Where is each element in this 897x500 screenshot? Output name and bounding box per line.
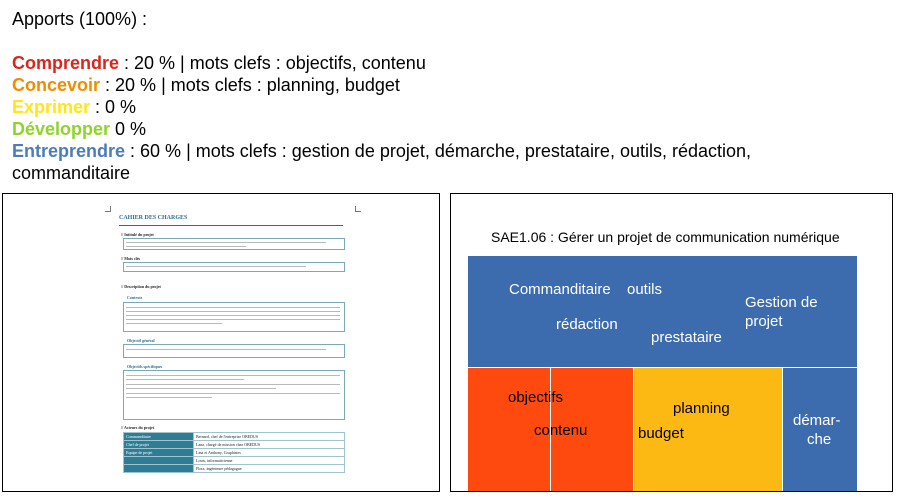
text-lines [126, 242, 326, 250]
section-heading: // Acteurs du projet [121, 425, 155, 430]
apports-heading: Apports (100%) : [12, 9, 148, 29]
keyword-prestataire: prestataire [651, 329, 722, 346]
crop-mark [105, 206, 111, 212]
section-heading: // Intitulé du projet [121, 232, 154, 237]
keyword-redaction: rédaction [556, 316, 618, 333]
section-heading: // Description du projet [121, 284, 161, 289]
table-cell: Lina et Anthony, Graphistes [193, 448, 345, 457]
demarche-block: démar- che [783, 368, 857, 491]
line-comprendre: Comprendre : 20 % | mots clefs : objecti… [12, 52, 751, 74]
text-box [123, 302, 345, 332]
apports-text-block: Apports (100%) : Comprendre : 20 % | mot… [12, 8, 751, 184]
value-comprendre: : 20 % | mots clefs : objectifs, contenu [119, 53, 426, 73]
label-comprendre: Comprendre [12, 53, 120, 73]
value-exprimer: : 0 % [90, 97, 137, 117]
label-concevoir: Concevoir [12, 75, 101, 95]
keyword-demarche-part1: démar- [793, 412, 841, 429]
keyword-commanditaire: Commanditaire [509, 281, 611, 298]
line-exprimer: Exprimer : 0 % [12, 96, 751, 118]
table-cell: Flora, ingénieure pédagogue [193, 464, 345, 473]
text-box [123, 370, 345, 420]
document-title: CAHIER DES CHARGES [119, 215, 188, 221]
label-entreprendre: Entreprendre [12, 141, 126, 161]
spacer [12, 30, 751, 52]
text-lines [126, 349, 326, 353]
text-lines [126, 375, 340, 401]
cahier-des-charges-page: CAHIER DES CHARGES // Intitulé du projet… [105, 206, 361, 491]
entreprendre-block: Commanditaire outils Gestion de projet r… [468, 256, 857, 367]
subheading: Objectifs spécifiques [127, 364, 163, 369]
table-cell [123, 464, 194, 473]
table-cell: Chef de projet [123, 440, 194, 449]
keyword-outils: outils [627, 281, 663, 298]
keyword-budget: budget [638, 425, 684, 442]
text-box [123, 238, 345, 250]
table-cell: Louis, informaticienne [193, 456, 345, 465]
crop-mark [355, 206, 361, 212]
value-entreprendre: : 60 % | mots clefs : gestion de projet,… [125, 141, 752, 161]
document-preview: CAHIER DES CHARGES // Intitulé du projet… [2, 193, 440, 492]
keyword-demarche-part2: che [807, 431, 832, 448]
text-lines [126, 266, 306, 270]
treemap-panel: SAE1.06 : Gérer un projet de communicati… [450, 193, 893, 492]
subheading: Contexte [127, 295, 143, 300]
text-lines [126, 307, 340, 327]
table-cell: Equipe de projet [123, 448, 194, 457]
line-developper: Développer 0 % [12, 118, 751, 140]
value-concevoir: : 20 % | mots clefs : planning, budget [100, 75, 400, 95]
table-cell: Commanditaire [123, 432, 194, 441]
value-developper: 0 % [110, 119, 147, 139]
subheading: Objectif général [127, 338, 155, 343]
line-entreprendre-continued: commanditaire [12, 163, 131, 183]
label-exprimer: Exprimer [12, 97, 91, 117]
line-concevoir: Concevoir : 20 % | mots clefs : planning… [12, 74, 751, 96]
text-box [123, 262, 345, 272]
table-cell: Bernard, chef de l'entreprise OBEDUS [193, 432, 345, 441]
keyword-contenu: contenu [534, 422, 588, 439]
section-heading: // Mots clés [121, 256, 141, 261]
label-developper: Développer [12, 119, 111, 139]
block-divider [550, 368, 551, 491]
table-cell: Lana, chargé de mission chez OBEDUS [193, 440, 345, 449]
treemap-title: SAE1.06 : Gérer un projet de communicati… [491, 229, 840, 245]
comprendre-block: objectifs contenu [468, 368, 633, 491]
title-rule [119, 225, 343, 226]
keyword-gestion-de: Gestion de [745, 294, 818, 311]
text-box [123, 344, 345, 358]
keyword-objectifs: objectifs [508, 389, 564, 406]
keyword-planning: planning [673, 400, 730, 417]
concevoir-block: planning budget [634, 368, 782, 491]
table-cell [123, 456, 194, 465]
keyword-projet: projet [745, 313, 783, 330]
line-entreprendre: Entreprendre : 60 % | mots clefs : gesti… [12, 140, 751, 162]
